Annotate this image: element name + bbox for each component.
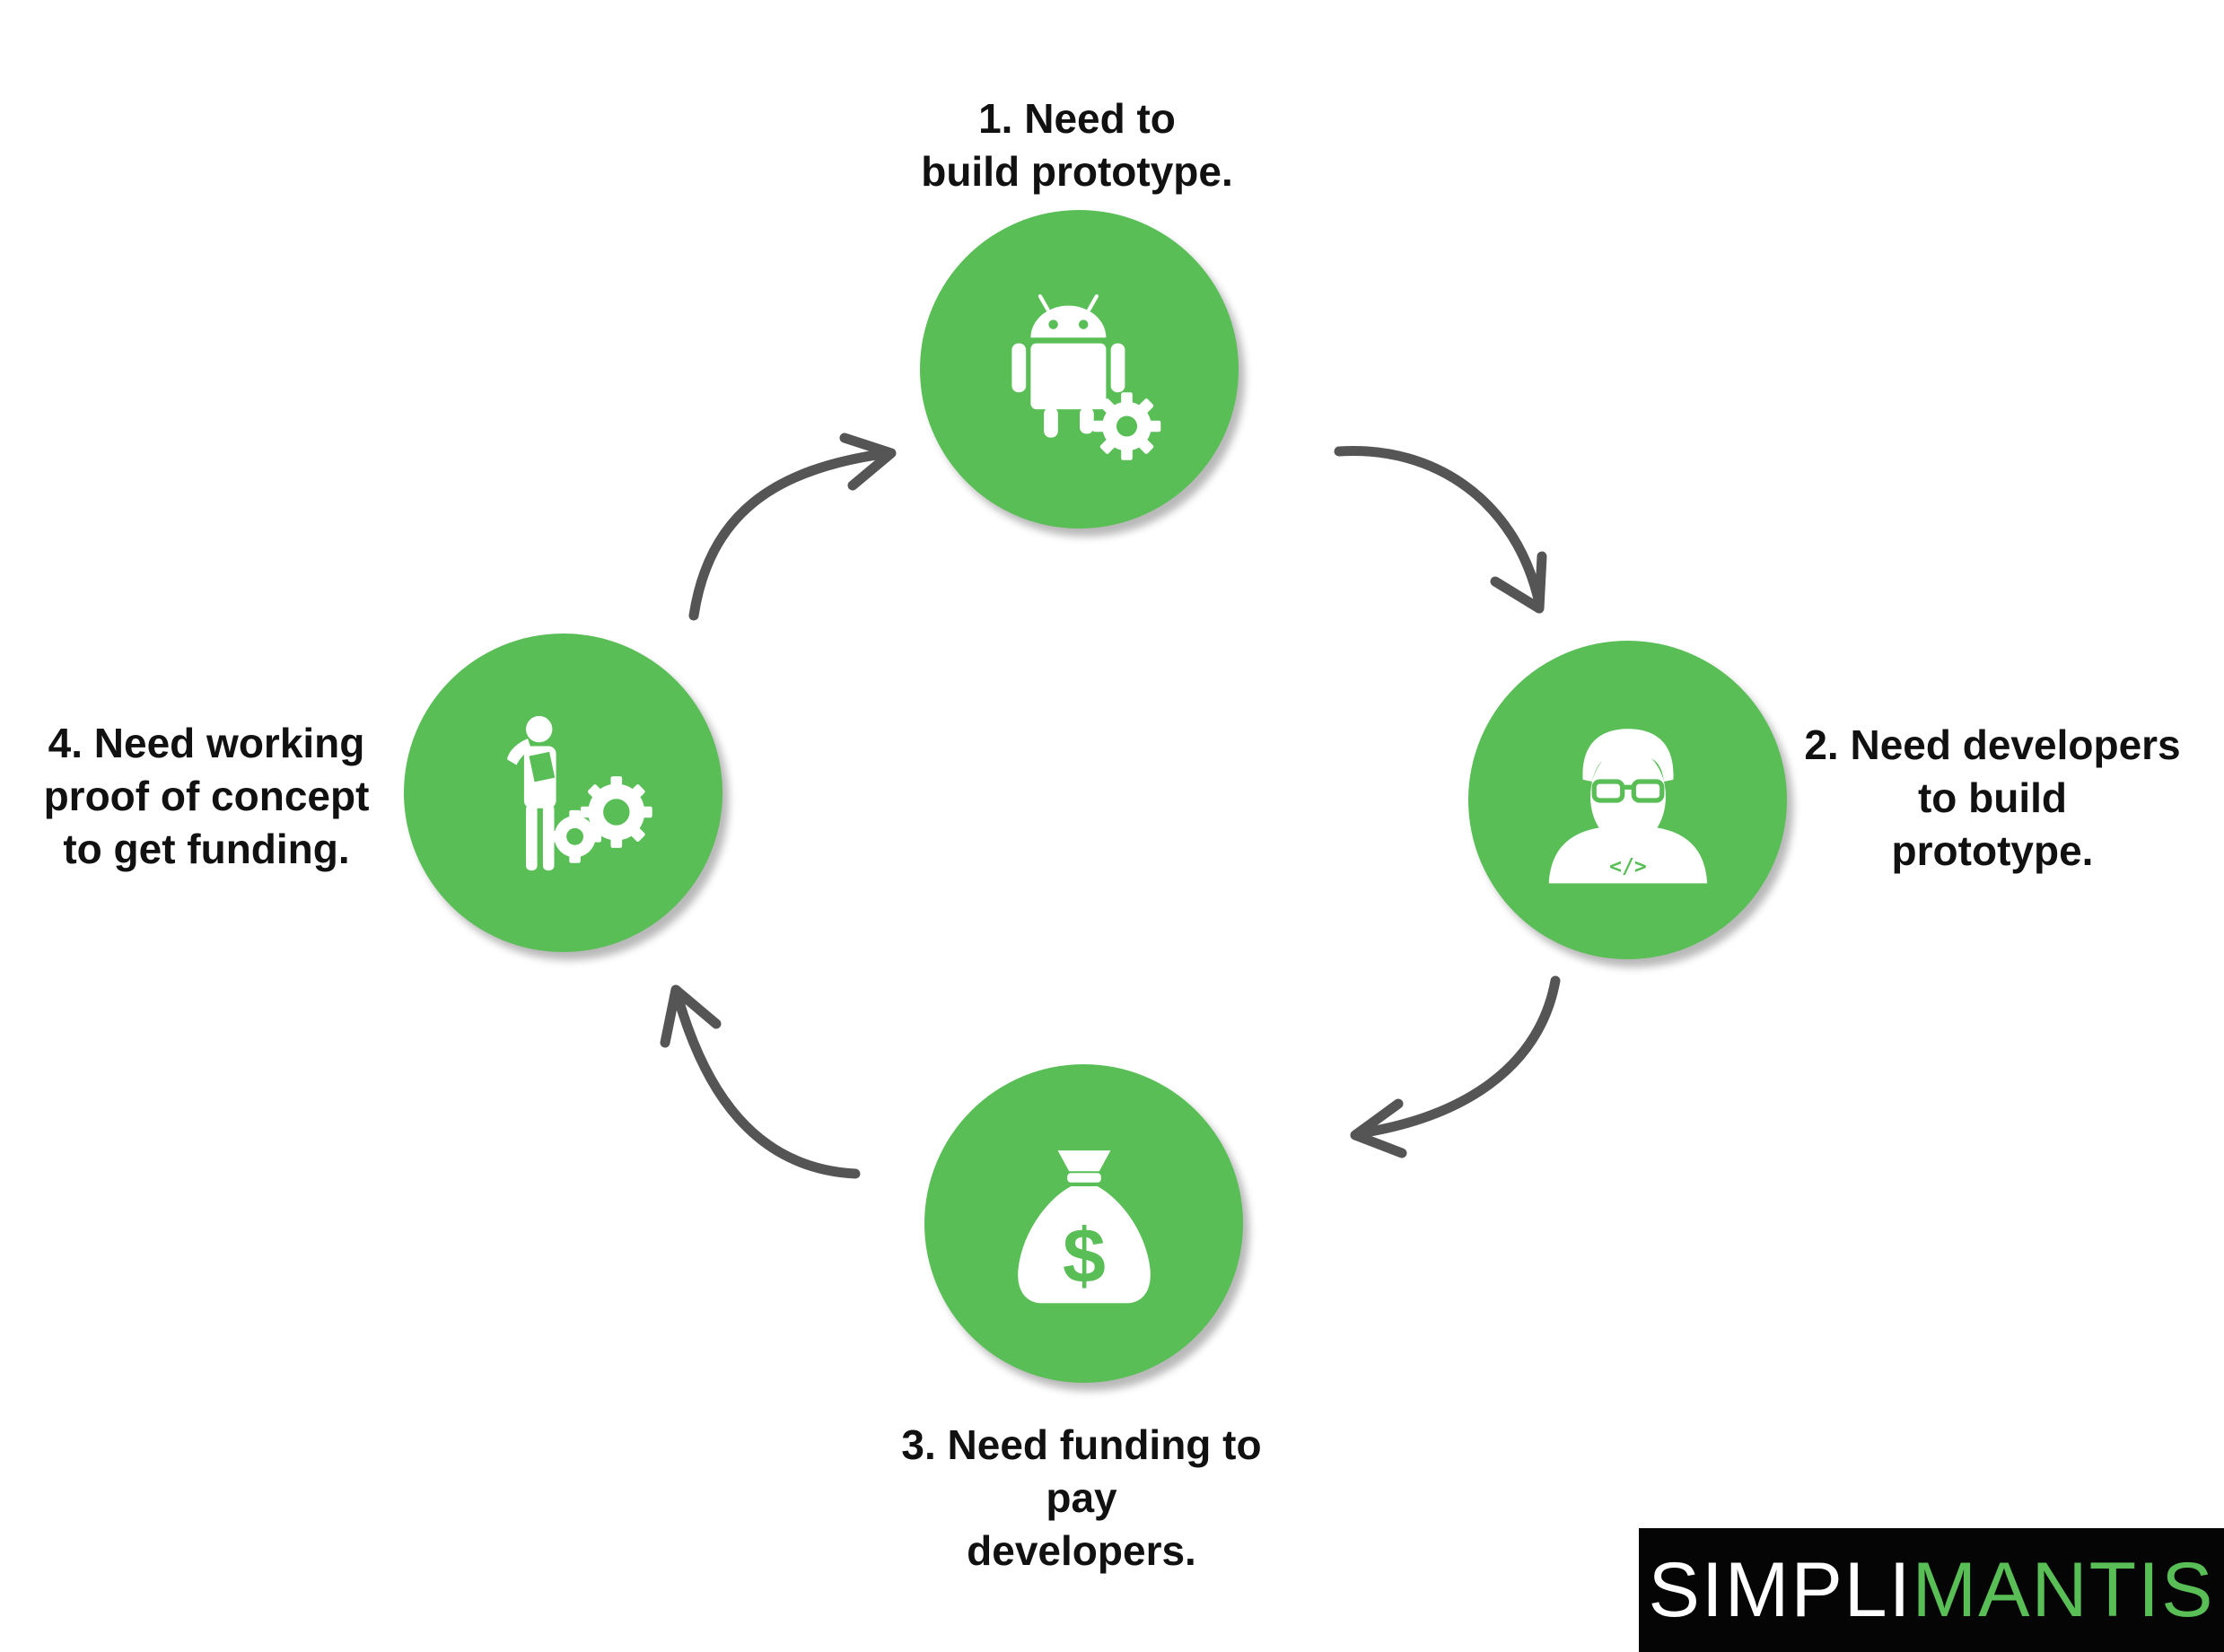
arrow-2-to-3 xyxy=(1354,975,1561,1139)
arrow-4-to-1-head xyxy=(839,433,897,491)
step-4-label: 4. Need working proof of concept to get … xyxy=(43,720,370,872)
arrow-1-to-2 xyxy=(1334,445,1545,608)
arrow-4-to-1 xyxy=(688,448,894,621)
logo-text-simpli: SIMPLI xyxy=(1648,1546,1913,1633)
svg-text:$: $ xyxy=(1063,1213,1106,1299)
step-3-circle: $ xyxy=(924,1064,1243,1383)
money-bag-icon: $ xyxy=(1017,1149,1151,1303)
step-2-label: 2. Need developers to build prototype. xyxy=(1804,721,2181,874)
svg-text:</>: </> xyxy=(1609,854,1647,878)
step-1-label: 1. Need to build prototype. xyxy=(921,95,1233,195)
step-4-circle xyxy=(404,634,722,952)
arrow-1-to-2-head xyxy=(1490,551,1547,614)
arrow-3-to-4 xyxy=(672,991,861,1179)
logo-text-mantis: MANTIS xyxy=(1912,1546,2215,1633)
step-2-circle: </> xyxy=(1468,641,1787,959)
step-1-circle xyxy=(920,210,1239,529)
android-gear-icon xyxy=(1011,293,1160,460)
worker-gears-icon xyxy=(506,715,652,870)
developer-icon: </> xyxy=(1548,728,1707,883)
arrow-3-to-4-head xyxy=(660,984,722,1048)
step-3-label: 3. Need funding to pay developers. xyxy=(901,1421,1262,1574)
arrow-2-to-3-head xyxy=(1350,1098,1407,1158)
